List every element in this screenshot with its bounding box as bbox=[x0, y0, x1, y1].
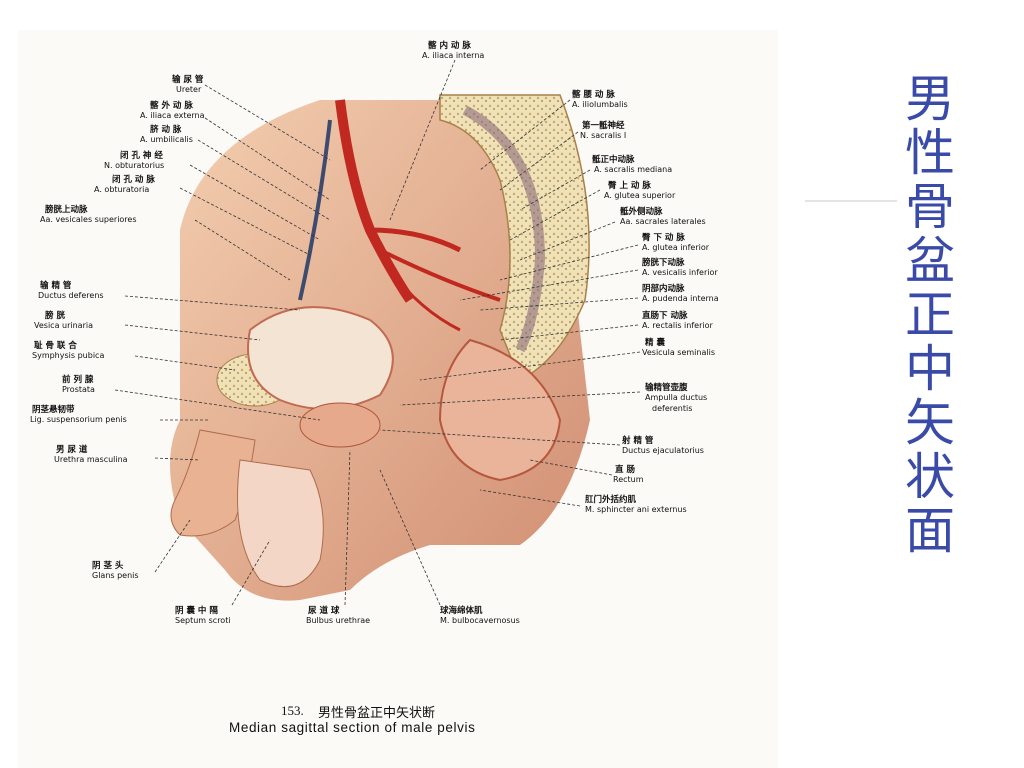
label-zh: 输 精 管 bbox=[40, 280, 72, 291]
artery-branch bbox=[379, 248, 501, 302]
sacral-canal bbox=[462, 105, 546, 353]
label-zh: 闭 孔 动 脉 bbox=[112, 174, 155, 185]
label-en: A. rectalis inferior bbox=[642, 321, 713, 330]
label-zh: 男 尿 道 bbox=[56, 444, 88, 455]
label-en: Aa. sacrales laterales bbox=[620, 217, 706, 226]
label-zh: 阴 囊 中 隔 bbox=[175, 605, 218, 616]
label-en: A. sacralis mediana bbox=[594, 165, 672, 174]
label-en: A. glutea superior bbox=[604, 191, 676, 200]
label-zh: 耻 骨 联 合 bbox=[34, 340, 77, 351]
label-zh: 尿 道 球 bbox=[308, 605, 340, 616]
label-zh: 直 肠 bbox=[615, 464, 635, 475]
label-zh: 射 精 管 bbox=[621, 435, 654, 446]
label-zh: 脐 动 脉 bbox=[149, 124, 182, 135]
ureter-line bbox=[298, 119, 332, 301]
label-en: M. sphincter ani externus bbox=[585, 505, 687, 514]
label-zh: 闭 孔 神 经 bbox=[120, 150, 163, 161]
bladder-shape bbox=[247, 306, 394, 410]
labels-top: 髂 内 动 脉 A. iliaca interna bbox=[422, 40, 484, 60]
label-en: Vesicula seminalis bbox=[642, 348, 715, 357]
label-en: Septum scroti bbox=[175, 616, 231, 625]
label-zh: 阴 茎 头 bbox=[92, 560, 124, 571]
labels-left: 输 尿 管 Ureter 髂 外 动 脉 A. iliaca externa 脐… bbox=[30, 74, 205, 580]
figure-caption-en: Median sagittal section of male pelvis bbox=[229, 720, 476, 735]
scrotum-shape bbox=[237, 459, 324, 588]
label-en: Rectum bbox=[613, 475, 644, 484]
label-en: Ampulla ductus bbox=[645, 393, 707, 402]
label-zh: 骶正中动脉 bbox=[592, 154, 635, 165]
label-zh: 前 列 腺 bbox=[62, 374, 94, 385]
figure-number: 153. bbox=[281, 703, 304, 718]
label-en: A. obturatoria bbox=[94, 185, 149, 194]
label-en: A. iliaca externa bbox=[140, 111, 205, 120]
label-zh: 臀 上 动 脉 bbox=[608, 180, 651, 191]
rectum-shape bbox=[438, 338, 562, 482]
label-en: Lig. suspensorium penis bbox=[30, 415, 127, 424]
label-en: M. bulbocavernosus bbox=[440, 616, 520, 625]
title-divider bbox=[805, 200, 897, 202]
label-zh: 臀 下 动 脉 bbox=[642, 232, 685, 243]
label-en: deferentis bbox=[652, 404, 692, 413]
label-zh: 精 囊 bbox=[645, 337, 665, 348]
label-zh: 膀 胱 bbox=[44, 310, 65, 321]
label-zh: 髂 内 动 脉 bbox=[428, 40, 471, 51]
label-en: N. sacralis I bbox=[580, 131, 626, 140]
label-zh: 输 尿 管 bbox=[172, 74, 204, 85]
label-en: Urethra masculina bbox=[54, 455, 128, 464]
prostate-shape bbox=[299, 402, 381, 448]
label-zh: 膀胱上动脉 bbox=[44, 204, 88, 215]
label-zh: 骶外侧动脉 bbox=[620, 206, 663, 217]
label-en: A. iliaca interna bbox=[422, 51, 484, 60]
label-en: Symphysis pubica bbox=[32, 351, 104, 360]
label-en: A. glutea inferior bbox=[642, 243, 710, 252]
label-en: Ductus deferens bbox=[38, 291, 104, 300]
label-zh: 直肠下 动脉 bbox=[642, 310, 688, 321]
label-en: Vesica urinaria bbox=[34, 321, 93, 330]
label-en: Bulbus urethrae bbox=[306, 616, 370, 625]
label-en: A. iliolumbalis bbox=[572, 100, 628, 109]
label-zh: 髂 外 动 脉 bbox=[150, 100, 193, 111]
label-zh: 第一骶神经 bbox=[582, 120, 625, 131]
label-zh: 阴部内动脉 bbox=[642, 283, 685, 294]
label-en: A. vesicalis inferior bbox=[642, 268, 718, 277]
label-zh: 输精管壶腹 bbox=[645, 382, 688, 393]
label-zh: 髂 腰 动 脉 bbox=[572, 89, 615, 100]
label-en: Ductus ejaculatorius bbox=[622, 446, 704, 455]
label-en: A. umbilicalis bbox=[140, 135, 193, 144]
artery-branch bbox=[369, 227, 462, 253]
label-en: N. obturatorius bbox=[104, 161, 164, 170]
slide-title: 男性骨盆正中矢状面 bbox=[905, 70, 955, 560]
labels-bottom: 阴 囊 中 隔 Septum scroti 尿 道 球 Bulbus ureth… bbox=[175, 605, 520, 625]
label-en: A. pudenda interna bbox=[642, 294, 719, 303]
label-zh: 球海绵体肌 bbox=[440, 605, 483, 616]
leader-lines bbox=[114, 59, 641, 606]
label-en: Prostata bbox=[62, 385, 95, 394]
label-zh: 阴茎悬韧带 bbox=[32, 404, 75, 415]
figure-caption-zh: 男性骨盆正中矢状断 bbox=[318, 706, 436, 721]
label-zh: 肛门外括约肌 bbox=[585, 494, 637, 505]
artery-branch bbox=[388, 269, 461, 332]
labels-right: 髂 腰 动 脉 A. iliolumbalis 第一骶神经 N. sacrali… bbox=[572, 89, 719, 514]
label-en: Aa. vesicales superiores bbox=[40, 215, 137, 224]
label-en: Ureter bbox=[176, 85, 202, 94]
label-en: Glans penis bbox=[92, 571, 139, 580]
label-zh: 膀胱下动脉 bbox=[641, 257, 685, 268]
